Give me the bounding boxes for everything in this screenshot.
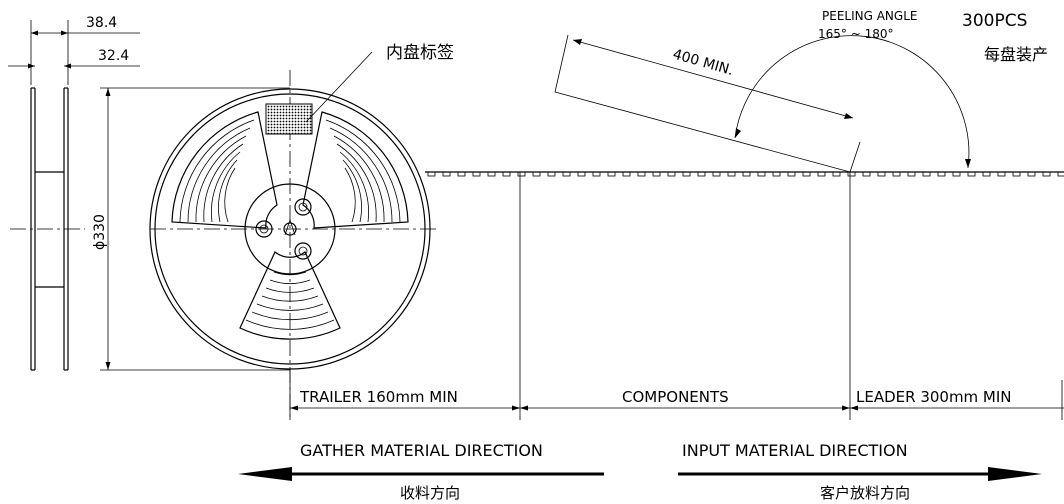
reel-front-view: 内盘标签 <box>149 43 454 420</box>
tape-pocket <box>862 171 871 177</box>
reel-label-text: 内盘标签 <box>386 43 454 63</box>
tape-pocket <box>592 171 601 177</box>
tape-pocket <box>997 171 1006 177</box>
tape-pocket <box>697 171 706 177</box>
tape-pocket <box>757 171 766 177</box>
tape-pocket <box>772 171 781 177</box>
tape-pocket <box>637 171 646 177</box>
input-arrow-head <box>988 467 1042 481</box>
input-direction: INPUT MATERIAL DIRECTION 客户放料方向 <box>678 441 1042 502</box>
tape-pocket <box>667 171 676 177</box>
tape-pocket <box>877 171 886 177</box>
trailer-label: TRAILER 160mm MIN <box>299 388 458 406</box>
tape-pocket <box>457 171 466 177</box>
quantity-label: 300PCS <box>962 11 1027 31</box>
tape-pocket <box>907 171 916 177</box>
tape-pocket <box>487 171 496 177</box>
tape-pocket <box>652 171 661 177</box>
peeling-angle-title: PEELING ANGLE <box>822 9 917 23</box>
gather-direction-cn: 收料方向 <box>400 484 460 502</box>
tape-pocket <box>682 171 691 177</box>
input-direction-cn: 客户放料方向 <box>820 484 910 502</box>
reel-window-top-left <box>171 111 278 229</box>
diameter-dimension: ϕ330 <box>92 87 290 371</box>
reel-window-top-right <box>302 111 409 229</box>
tape-pocket <box>787 171 796 177</box>
tape-pocket <box>922 171 931 177</box>
tape-pocket <box>892 171 901 177</box>
peel-dimension: 400 MIN. PEELING ANGLE 165° ~ 180° 300PC… <box>554 9 1048 173</box>
quantity-cn-label: 每盘装产 <box>984 45 1048 64</box>
tape-pocket <box>847 171 856 177</box>
tape-pocket <box>1012 171 1021 177</box>
tape-pocket <box>727 171 736 177</box>
tape-pocket <box>952 171 961 177</box>
tape-pocket <box>577 171 586 177</box>
tape-pocket <box>607 171 616 177</box>
tape-pocket <box>982 171 991 177</box>
tape-pocket <box>712 171 721 177</box>
carrier-tape <box>425 171 1064 177</box>
tape-sections: TRAILER 160mm MIN COMPONENTS LEADER 300m… <box>289 172 1064 420</box>
tape-pocket <box>532 171 541 177</box>
inner-width-label: 32.4 <box>98 48 129 64</box>
peel-length-label: 400 MIN. <box>671 46 735 79</box>
tape-pocket <box>1042 171 1051 177</box>
outer-width-label: 38.4 <box>86 15 117 31</box>
tape-pocket <box>937 171 946 177</box>
tape-pocket <box>562 171 571 177</box>
gather-arrow-head <box>238 467 292 481</box>
tape-pocket <box>427 171 436 177</box>
tape-pocket <box>547 171 556 177</box>
reel-side-view: 38.4 32.4 <box>8 15 140 371</box>
gather-direction-label: GATHER MATERIAL DIRECTION <box>300 441 543 460</box>
tape-pocket <box>442 171 451 177</box>
input-direction-label: INPUT MATERIAL DIRECTION <box>682 441 908 460</box>
tape-pocket <box>502 171 511 177</box>
tape-pocket <box>1027 171 1036 177</box>
components-label: COMPONENTS <box>622 388 729 406</box>
tape-pocket <box>817 171 826 177</box>
reel-label-patch <box>265 103 313 135</box>
tape-pocket <box>832 171 841 177</box>
diameter-label: ϕ330 <box>92 214 108 250</box>
tape-pocket <box>967 171 976 177</box>
tape-pocket <box>742 171 751 177</box>
tape-pocket <box>1057 171 1064 177</box>
leader-label: LEADER 300mm MIN <box>856 388 1012 406</box>
tape-pocket <box>472 171 481 177</box>
tape-pocket <box>802 171 811 177</box>
tape-pocket <box>517 171 526 177</box>
gather-direction: GATHER MATERIAL DIRECTION 收料方向 <box>238 441 604 502</box>
tape-pocket <box>622 171 631 177</box>
peeling-angle-range: 165° ~ 180° <box>818 27 894 41</box>
